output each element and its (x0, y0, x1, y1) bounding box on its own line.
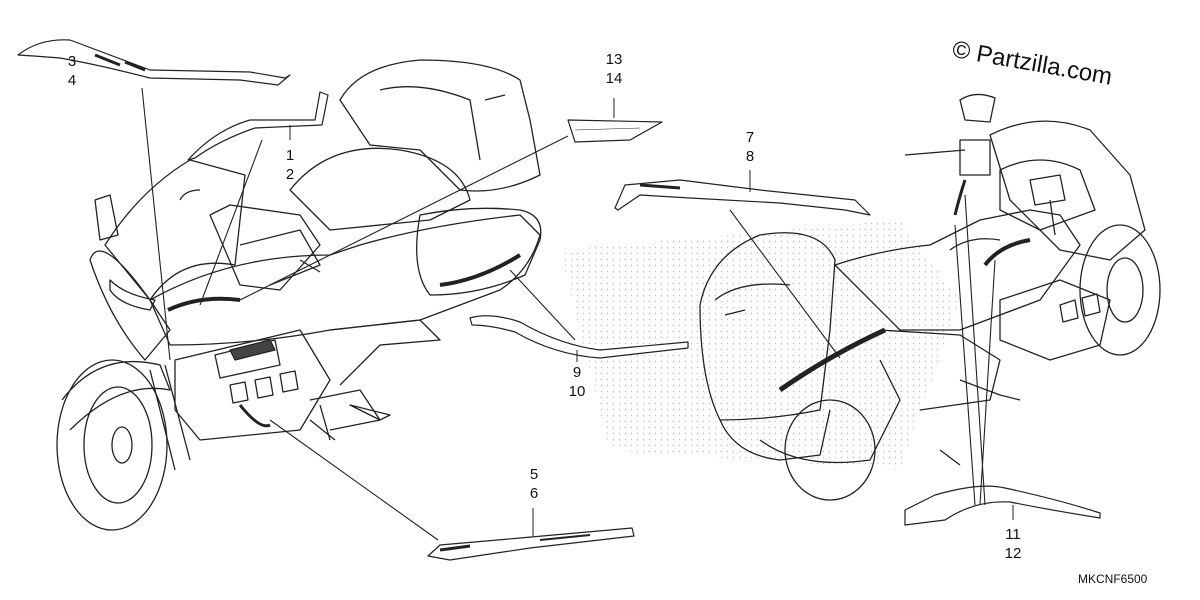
dashboard (989, 120, 1146, 261)
rear-top-box (699, 232, 836, 421)
leader-lines (141, 87, 996, 541)
callout-4: 4 (67, 72, 77, 89)
callout-8: 8 (745, 148, 755, 165)
callout-11: 11 (1005, 526, 1021, 543)
seat (289, 147, 471, 231)
callout-2: 2 (285, 166, 295, 183)
callout-14: 14 (605, 70, 623, 87)
label-ticks (289, 98, 1014, 536)
callout-9: 9 (572, 364, 582, 381)
rear-wheel (784, 399, 876, 501)
part-wedge-13-14 (567, 119, 663, 143)
callout-1: 1 (285, 147, 295, 164)
callout-13: 13 (605, 51, 623, 68)
part-stripe-11-12 (904, 485, 1101, 526)
part-stripe-1-2 (187, 91, 329, 161)
part-stripe-9-10 (469, 315, 689, 359)
shadow-dots (560, 220, 960, 470)
callout-12: 12 (1004, 545, 1022, 562)
windscreen (104, 159, 246, 301)
callout-6: 6 (529, 485, 539, 502)
part-stripe-3-4 (17, 39, 291, 86)
left-motorcycle (56, 59, 542, 531)
callout-7: 7 (745, 129, 755, 146)
callout-5: 5 (529, 466, 539, 483)
callout-10: 10 (568, 383, 586, 400)
front-wheel (56, 359, 168, 531)
stripe-parts (17, 39, 1101, 561)
diagram-code: MKCNF6500 (1078, 572, 1148, 586)
right-motorcycle (699, 93, 1161, 501)
saddlebag (416, 207, 542, 296)
engine (174, 329, 331, 441)
callout-3: 3 (67, 53, 77, 70)
part-stripe-5-6 (427, 527, 635, 561)
top-box (339, 59, 541, 192)
